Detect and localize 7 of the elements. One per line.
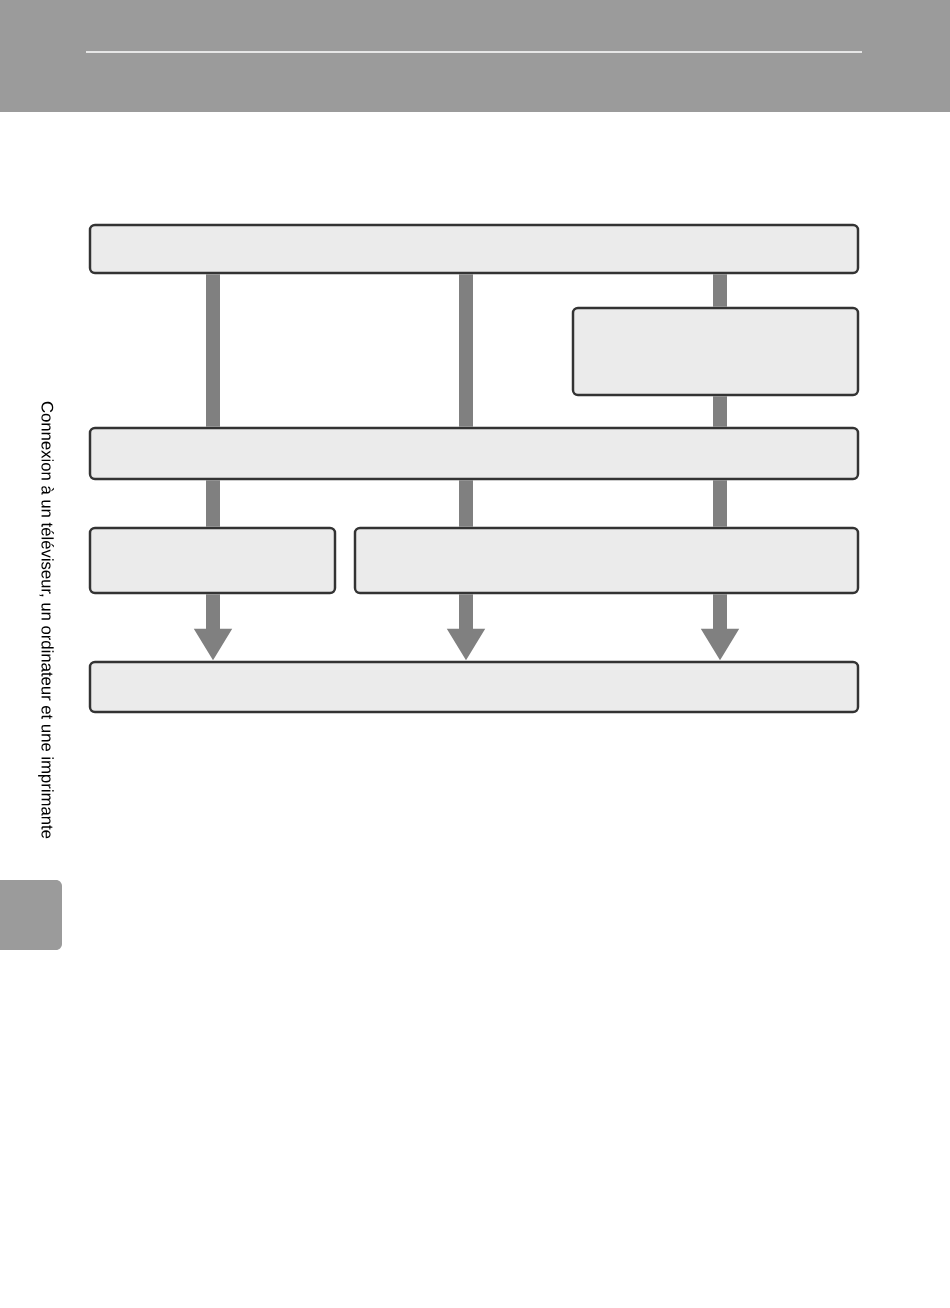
side-label: Connexion à un téléviseur, un ordinateur et une imprimante [38,401,54,839]
process-box [88,660,860,714]
process-box [88,526,337,595]
process-box [353,526,860,595]
process-box [88,223,860,275]
process-box [571,306,860,397]
process-box [88,426,860,481]
